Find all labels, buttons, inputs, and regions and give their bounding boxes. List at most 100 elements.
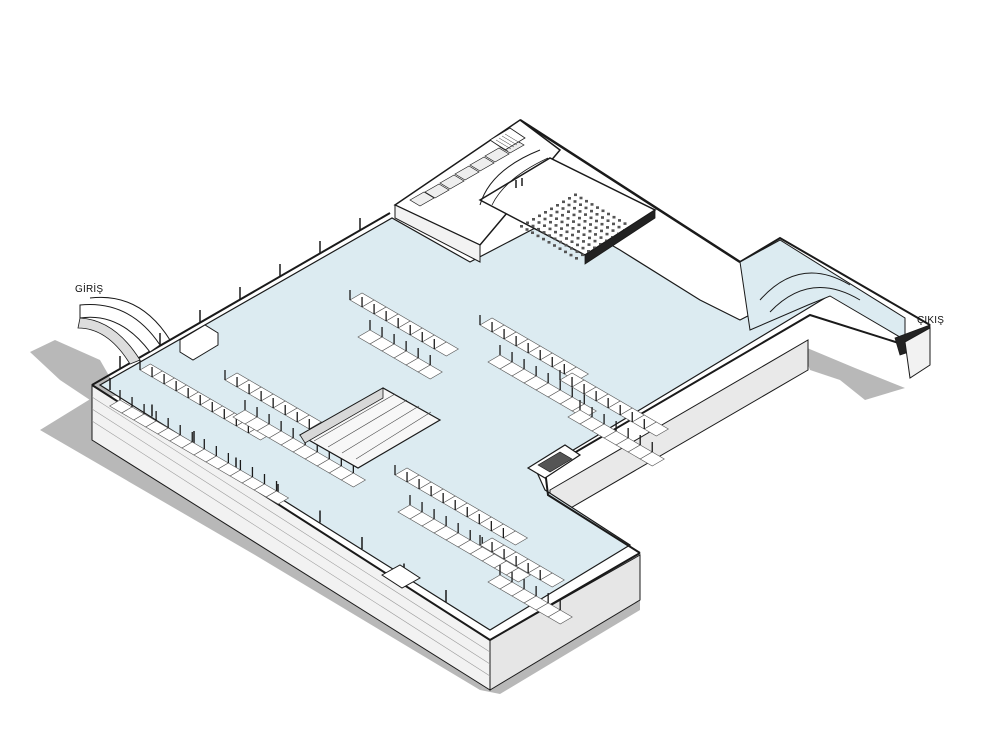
- entrance-label: GİRİŞ: [75, 284, 104, 295]
- auditorium-seat: [558, 247, 562, 250]
- auditorium-seat: [572, 220, 575, 223]
- exit-label: ÇIKIŞ: [917, 315, 945, 326]
- stair-tread: [504, 133, 521, 144]
- service-core-wall: [394, 204, 481, 263]
- slab-course-line: [91, 420, 491, 677]
- auditorium-seat: [561, 213, 564, 217]
- auditorium-seat: [575, 257, 578, 260]
- auditorium-seat: [573, 206, 576, 210]
- auditorium-seat: [571, 233, 574, 237]
- auditorium-seat: [537, 221, 541, 224]
- auditorium-seat: [575, 250, 579, 253]
- auditorium-seat: [572, 213, 576, 217]
- auditorium-seat: [587, 243, 591, 246]
- stall-row-north-a: [139, 360, 272, 441]
- auditorium-seat: [556, 204, 559, 207]
- auditorium-seat: [554, 224, 558, 227]
- auditorium-seat: [569, 253, 573, 257]
- service-room: [484, 147, 510, 163]
- auditorium-seat: [555, 210, 559, 214]
- auditorium-seat: [532, 218, 535, 221]
- auditorium-seat: [601, 216, 604, 219]
- service-room: [439, 174, 465, 190]
- stall-row-south-a: [479, 535, 565, 588]
- void-stair-line: [355, 411, 432, 460]
- entrance-ramp-rail: [89, 296, 171, 341]
- auditorium-seat: [589, 216, 593, 220]
- auditorium-seat: [542, 231, 546, 234]
- auditorium-seat: [585, 199, 588, 203]
- auditorium-seat: [588, 229, 592, 233]
- service-room: [424, 183, 450, 199]
- auditorium-seat: [584, 206, 588, 210]
- auditorium-seat: [549, 220, 552, 224]
- auditorium-seat: [536, 234, 540, 238]
- auditorium-seat: [531, 231, 534, 234]
- auditorium-wall: [584, 209, 656, 265]
- auditorium-seat: [579, 196, 583, 200]
- exit-corridor-floor: [739, 239, 906, 341]
- auditorium-seat: [567, 203, 571, 207]
- auditorium-seat: [562, 200, 565, 204]
- auditorium-seat: [560, 227, 563, 230]
- stall-row-east-d: [567, 400, 665, 467]
- auditorium-seat: [566, 217, 570, 220]
- auditorium-seat: [564, 250, 567, 254]
- auditorium-seat: [544, 211, 547, 214]
- void-stair-line: [341, 405, 420, 454]
- auditorium-seat: [601, 209, 605, 213]
- service-room: [454, 165, 480, 181]
- entrance-ramp-side: [77, 317, 141, 365]
- auditorium-seat: [612, 222, 615, 226]
- wall-north-east: [519, 118, 741, 264]
- parking-stall: [502, 530, 529, 546]
- parking-stall: [547, 609, 573, 625]
- auditorium-seat: [583, 220, 587, 223]
- parking-stall: [417, 364, 443, 380]
- floor-slab: [91, 214, 832, 691]
- exit-pier: [904, 327, 931, 379]
- auditorium-seat: [577, 230, 580, 233]
- auditorium-seat: [600, 222, 604, 226]
- stall-row-inner-c: [394, 465, 529, 546]
- auditorium-seat: [593, 246, 596, 250]
- auditorium-seat: [595, 219, 598, 223]
- parking-stall: [265, 490, 290, 505]
- auditorium-seat: [578, 216, 581, 220]
- void-stair-line: [327, 399, 408, 448]
- auditorium-seat: [606, 226, 609, 229]
- parking-stall: [643, 421, 669, 437]
- auditorium-seat: [561, 207, 565, 210]
- auditorium-seat: [590, 203, 594, 206]
- auditorium-seat: [578, 210, 582, 213]
- stair-tread: [501, 135, 518, 146]
- auditorium-seat: [553, 244, 556, 247]
- auditorium-seat: [581, 246, 585, 250]
- stall-row-inner-b: [232, 400, 366, 488]
- parking-stall: [433, 341, 459, 357]
- ramps: [77, 239, 931, 379]
- entrance-ramp: [79, 304, 161, 353]
- stall-row-south-b: [487, 565, 573, 625]
- slab-side-south: [489, 554, 641, 691]
- auditorium-seat: [537, 227, 540, 231]
- auditorium-seat: [582, 233, 586, 236]
- auditorium-seat: [559, 240, 562, 244]
- auditorium-seat: [567, 210, 570, 213]
- auditorium-seat: [611, 229, 615, 232]
- service-room: [409, 191, 435, 207]
- auditorium-seat: [607, 212, 610, 216]
- auditorium-seat: [570, 247, 573, 250]
- auditorium-seat: [579, 203, 582, 206]
- entrance-ramp-shadow: [30, 340, 120, 400]
- stair-core: [489, 127, 526, 151]
- auditorium-seat: [571, 227, 575, 230]
- service-room: [469, 156, 495, 172]
- void-stair-line: [313, 393, 396, 442]
- auditorium-seat: [574, 193, 577, 197]
- auditorium-seat: [593, 239, 597, 243]
- parking-floor: [98, 214, 832, 631]
- slab-course-line: [91, 396, 491, 653]
